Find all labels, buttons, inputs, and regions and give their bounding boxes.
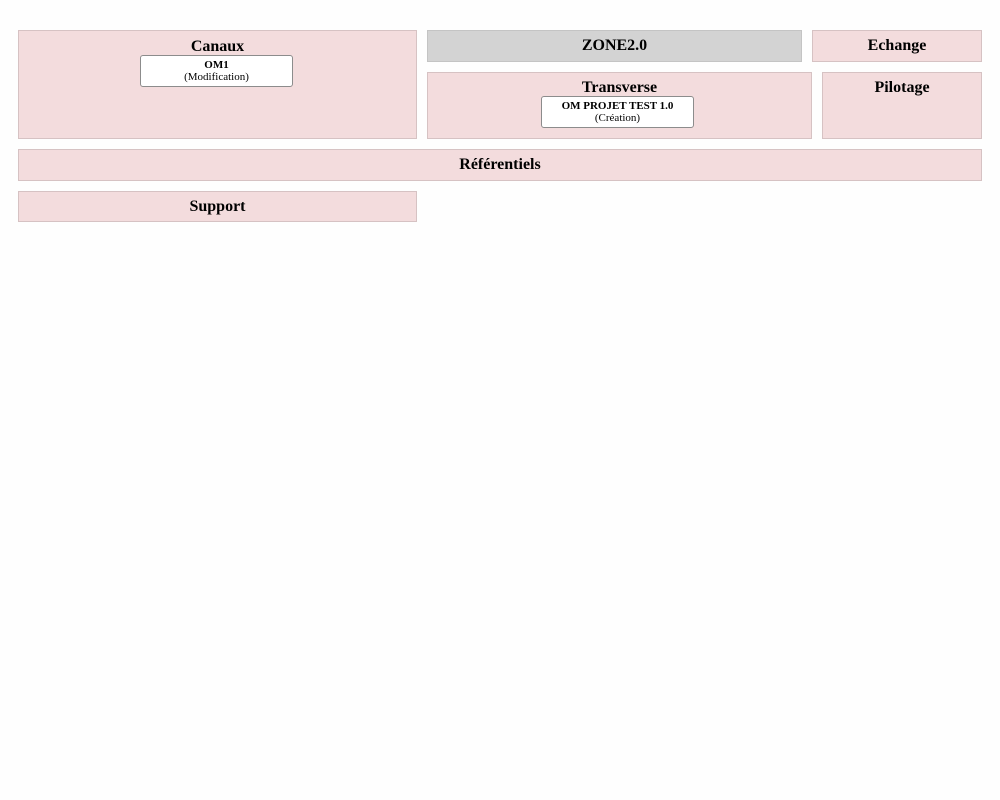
zone-title-canaux: Canaux xyxy=(190,38,245,55)
zone-title-referentiels: Référentiels xyxy=(459,156,541,173)
zone-header-zone20: ZONE2.0 xyxy=(427,30,802,62)
zone-pilotage: Pilotage xyxy=(822,72,982,139)
zone-title-echange: Echange xyxy=(867,37,927,54)
application-card-om-projet-test[interactable]: OM PROJET TEST 1.0 (Création) xyxy=(541,96,694,128)
application-card-om1[interactable]: OM1 (Modification) xyxy=(140,55,293,87)
zone-support: Support xyxy=(18,191,417,222)
zone-title-zone20: ZONE2.0 xyxy=(581,37,648,54)
zone-canaux: Canaux OM1 (Modification) xyxy=(18,30,417,139)
application-status: (Création) xyxy=(594,112,641,124)
zone-title-support: Support xyxy=(189,198,246,215)
zone-title-pilotage: Pilotage xyxy=(874,79,930,96)
application-status: (Modification) xyxy=(184,71,249,83)
application-name: OM PROJET TEST 1.0 xyxy=(561,100,674,112)
zone-transverse: Transverse OM PROJET TEST 1.0 (Création) xyxy=(427,72,812,139)
application-name: OM1 xyxy=(204,59,229,71)
zone-title-transverse: Transverse xyxy=(581,79,658,96)
zone-echange: Echange xyxy=(812,30,982,62)
zone-referentiels: Référentiels xyxy=(18,149,982,181)
